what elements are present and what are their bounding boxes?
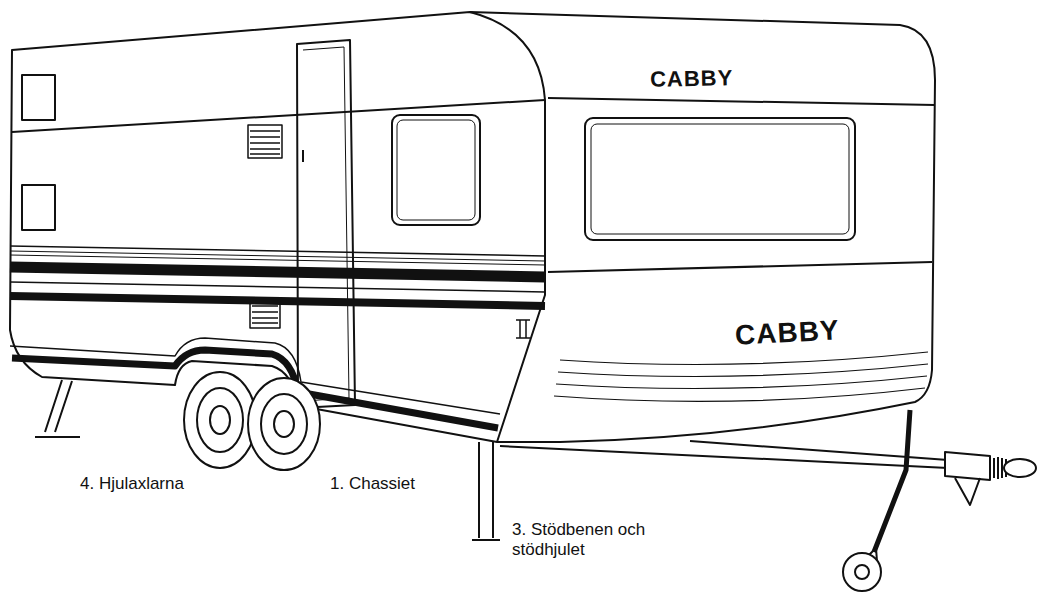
caravan-body-part (470, 12, 545, 442)
brand-logo: CABBY (650, 65, 734, 93)
support-legs-part (479, 442, 493, 538)
front-bumper-part (558, 364, 928, 377)
drawbar-chassis-part (955, 478, 980, 505)
air-vents-part (252, 306, 278, 323)
front-bumper-part (516, 320, 530, 338)
air-vents-part (248, 125, 282, 158)
caravan-body-part (10, 12, 935, 442)
air-vents-part (250, 131, 280, 154)
caravan-windows (22, 75, 855, 240)
caravan-door (297, 40, 355, 408)
caravan-windows-part (22, 75, 55, 120)
drawbar-chassis (500, 441, 1036, 505)
brand-logo: CABBY (734, 313, 840, 352)
front-bumper-part (556, 376, 927, 389)
caravan-windows-part (585, 118, 855, 240)
caravan-windows-part (22, 185, 55, 230)
wheel-axles-part (274, 411, 294, 437)
front-bumper-part (554, 388, 925, 401)
caravan-door-part (297, 40, 355, 408)
jockey-wheel-part (874, 410, 910, 552)
caravan-body-part (548, 262, 932, 272)
side-stripes-part (10, 282, 545, 292)
side-stripes-part (10, 251, 545, 265)
side-stripes-part (10, 267, 545, 277)
support-legs-part (472, 539, 500, 541)
drawbar-chassis-part (1004, 459, 1036, 477)
wheel-axles-part (248, 378, 320, 470)
caravan-body (10, 12, 935, 442)
wheel-axles-part (210, 406, 230, 434)
front-bumper-part (560, 352, 928, 365)
jockey-wheel (843, 410, 910, 591)
caravan-windows-part (591, 124, 849, 234)
jockey-wheel-part (855, 565, 869, 579)
caravan-windows-part (392, 115, 480, 225)
part-label: 4. Hjulaxlarna (80, 474, 184, 494)
caravan-body-part (548, 98, 935, 105)
caravan-windows-part (397, 120, 475, 220)
part-label: 3. Stödbenen och stödhjulet (512, 520, 687, 561)
wheel-axles-part (261, 394, 307, 454)
wheel-axles-part (184, 372, 256, 468)
caravan-door-part (302, 150, 304, 162)
support-legs-part (45, 380, 72, 432)
wheel-axles (184, 372, 320, 470)
front-bumper (516, 320, 928, 401)
caravan-door-part (303, 47, 349, 401)
support-legs-part (35, 436, 80, 438)
jockey-wheel-part (843, 553, 881, 591)
wheel-axles-part (197, 388, 243, 452)
part-label: 1. Chassiet (330, 474, 415, 494)
side-stripes-part (10, 246, 545, 256)
side-stripes-part (10, 296, 545, 306)
drawbar-chassis-part (945, 452, 990, 480)
drawbar-chassis-part (500, 446, 948, 468)
